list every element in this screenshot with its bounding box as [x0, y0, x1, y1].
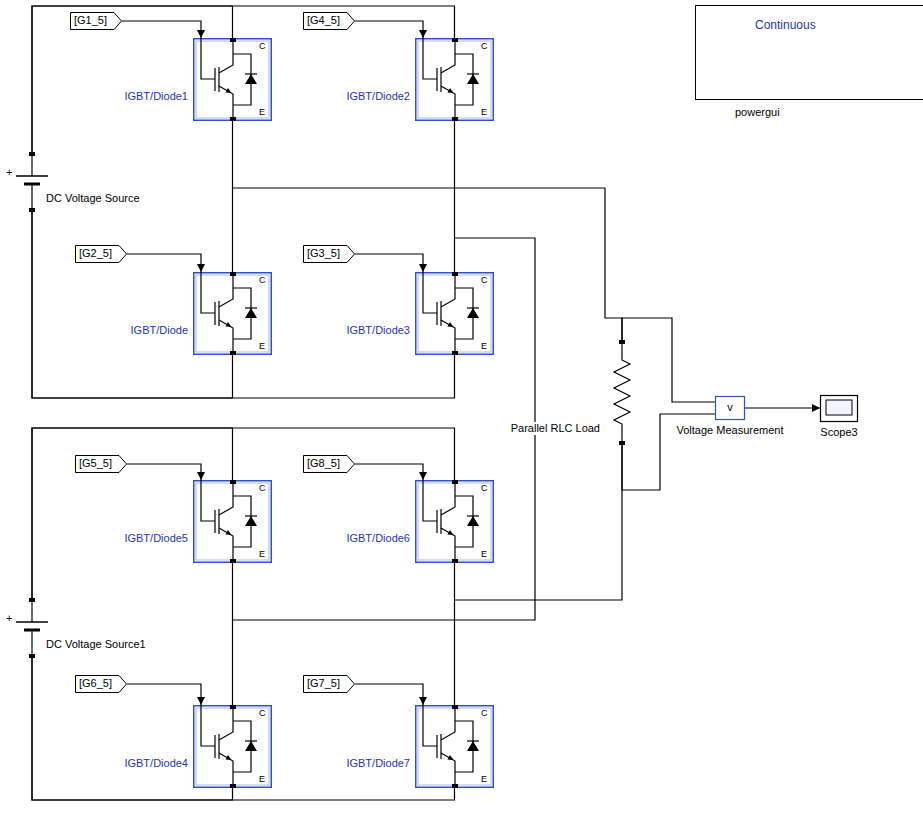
- signal-line: [127, 464, 201, 480]
- dc-voltage-source-shape: [14, 598, 50, 658]
- port-label: E: [259, 107, 265, 117]
- electrical-wire: [454, 121, 455, 272]
- connectors: [32, 6, 820, 800]
- block-name: IGBT/Diode7: [346, 757, 410, 770]
- port-label: E: [481, 107, 487, 117]
- block-name: Voltage Measurement: [676, 424, 783, 437]
- block-icon-text: v: [727, 401, 733, 414]
- electrical-wire: [454, 563, 455, 705]
- signal-line: [355, 21, 423, 38]
- polarity-sign: +: [6, 612, 12, 625]
- electrical-wire: [32, 658, 455, 800]
- tag-name: [G4_5]: [307, 14, 340, 27]
- port-label: C: [481, 275, 488, 285]
- igbt-diode-block: IGBT/Diode3CE: [415, 272, 494, 355]
- electrical-wire: [32, 6, 455, 152]
- electrical-wire: [32, 428, 455, 598]
- block-name: Scope3: [820, 426, 857, 439]
- from-tag: [G7_5]: [303, 675, 355, 693]
- dc-voltage-source: +DC Voltage Source1: [14, 598, 50, 658]
- port-label: C: [259, 41, 266, 51]
- port-label: C: [481, 41, 488, 51]
- block-name: IGBT/Diode5: [124, 532, 188, 545]
- from-tag: [G4_5]: [303, 12, 355, 30]
- tag-name: [G1_5]: [74, 14, 107, 27]
- igbt-diode-block: IGBT/DiodeCE: [193, 272, 272, 355]
- igbt-diode-block: IGBT/Diode2CE: [415, 38, 494, 121]
- block-name: DC Voltage Source: [46, 192, 140, 205]
- rlc-load: Parallel RLC Load: [612, 340, 632, 445]
- dc-voltage-source: +DC Voltage Source: [14, 152, 50, 212]
- port-label: C: [481, 708, 488, 718]
- from-tag: [G1_5]: [70, 12, 122, 30]
- signal-line: [355, 684, 423, 705]
- port-label: E: [481, 774, 487, 784]
- port-label: C: [259, 275, 266, 285]
- rlc-load-shape: [612, 340, 632, 445]
- igbt-diode-block: IGBT/Diode7CE: [415, 705, 494, 788]
- signal-line: [355, 464, 423, 480]
- electrical-wire: [622, 318, 715, 402]
- igbt-diode-block: IGBT/Diode4CE: [193, 705, 272, 788]
- port-label: E: [259, 341, 265, 351]
- port-label: E: [481, 341, 487, 351]
- tag-name: [G8_5]: [307, 457, 340, 470]
- port-label: C: [259, 708, 266, 718]
- electrical-wire: [32, 6, 233, 152]
- block-name: IGBT/Diode6: [346, 532, 410, 545]
- polarity-sign: +: [6, 166, 12, 179]
- signal-line: [122, 21, 201, 38]
- from-tag: [G2_5]: [75, 245, 127, 263]
- port-label: C: [481, 483, 488, 493]
- signal-line: [127, 254, 201, 272]
- block-name: DC Voltage Source1: [46, 638, 146, 651]
- signal-line: [355, 254, 423, 272]
- dc-voltage-source-shape: [14, 152, 50, 212]
- block-name: powergui: [735, 106, 780, 119]
- igbt-diode-block: IGBT/Diode5CE: [193, 480, 272, 563]
- scope-block-shape: [820, 395, 858, 422]
- port-label: E: [259, 549, 265, 559]
- electrical-wire: [32, 212, 455, 398]
- scope-block: Scope3: [820, 395, 858, 422]
- tag-name: [G6_5]: [79, 677, 112, 690]
- from-tag: [G3_5]: [303, 245, 355, 263]
- tag-name: [G5_5]: [79, 457, 112, 470]
- solver-mode: Continuous: [755, 19, 816, 32]
- wire-net: [233, 238, 536, 620]
- signal-line: [127, 684, 201, 705]
- port-label: E: [259, 774, 265, 784]
- powergui-block: Continuouspowergui: [695, 5, 923, 100]
- from-tag: [G6_5]: [75, 675, 127, 693]
- block-name: IGBT/Diode: [131, 324, 188, 337]
- port-label: E: [481, 549, 487, 559]
- tag-name: [G3_5]: [307, 247, 340, 260]
- tag-name: [G7_5]: [307, 677, 340, 690]
- signal-line: [745, 407, 820, 408]
- block-name: IGBT/Diode1: [124, 90, 188, 103]
- from-tag: [G5_5]: [75, 455, 127, 473]
- tag-name: [G2_5]: [79, 247, 112, 260]
- from-tag: [G8_5]: [303, 455, 355, 473]
- electrical-wire: [232, 563, 233, 705]
- igbt-diode-block: IGBT/Diode6CE: [415, 480, 494, 563]
- block-name: IGBT/Diode4: [124, 757, 188, 770]
- igbt-diode-block: IGBT/Diode1CE: [193, 38, 272, 121]
- port-label: C: [259, 483, 266, 493]
- block-name: IGBT/Diode3: [346, 324, 410, 337]
- block-name: Parallel RLC Load: [509, 422, 602, 435]
- voltage-measurement-block: vVoltage Measurement: [715, 396, 745, 420]
- electrical-wire: [232, 121, 233, 272]
- block-name: IGBT/Diode2: [346, 90, 410, 103]
